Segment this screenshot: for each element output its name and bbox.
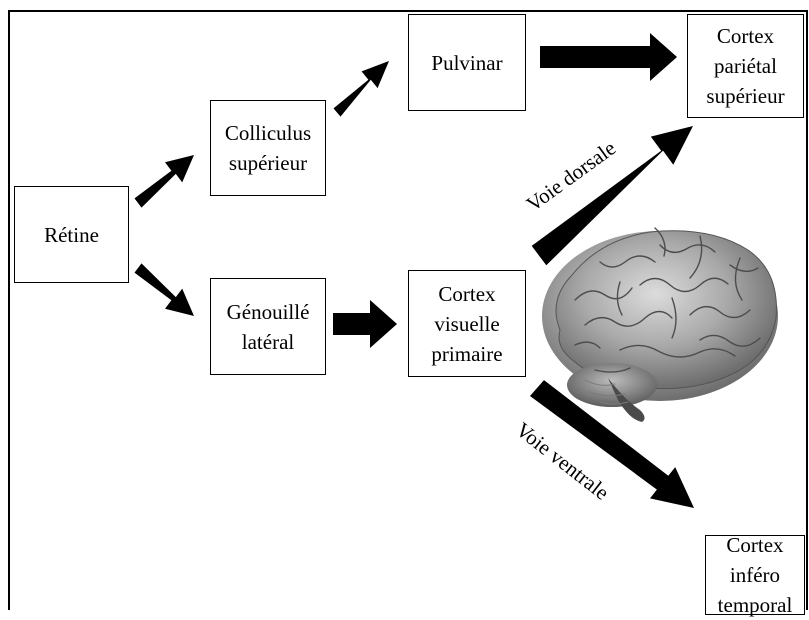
cortex-visuel-label: Cortex visuelle primaire [431,281,503,366]
retine-box: Rétine [14,186,129,283]
arrow-retine-genouille [134,263,194,316]
arrow-pulvinar-parietal [540,33,677,81]
arrow-colliculus-pulvinar [333,61,389,117]
cortex-parietal-label: Cortex pariétal supérieur [706,24,785,108]
cortex-infero-label: Cortex inféro temporal [717,533,793,617]
arrow-retine-colliculus [134,155,194,208]
cortex-parietal-box: Cortex pariétal supérieur [687,14,804,118]
genouille-box: Génouillé latéral [210,278,326,375]
diagram-frame [8,10,808,610]
retine-label: Rétine [44,222,99,247]
pulvinar-label: Pulvinar [431,50,503,75]
arrow-dorsal [531,126,693,266]
pulvinar-box: Pulvinar [408,14,526,111]
cortex-infero-box: Cortex inféro temporal [705,533,805,617]
genouille-label: Génouillé latéral [226,299,310,354]
colliculus-label: Colliculus supérieur [224,121,312,175]
brain-icon [542,227,778,422]
cortex-visuel-box: Cortex visuelle primaire [408,270,526,377]
colliculus-box: Colliculus supérieur [210,100,326,196]
arrow-genouille-cortex [333,300,397,348]
arrow-ventral [530,380,694,508]
